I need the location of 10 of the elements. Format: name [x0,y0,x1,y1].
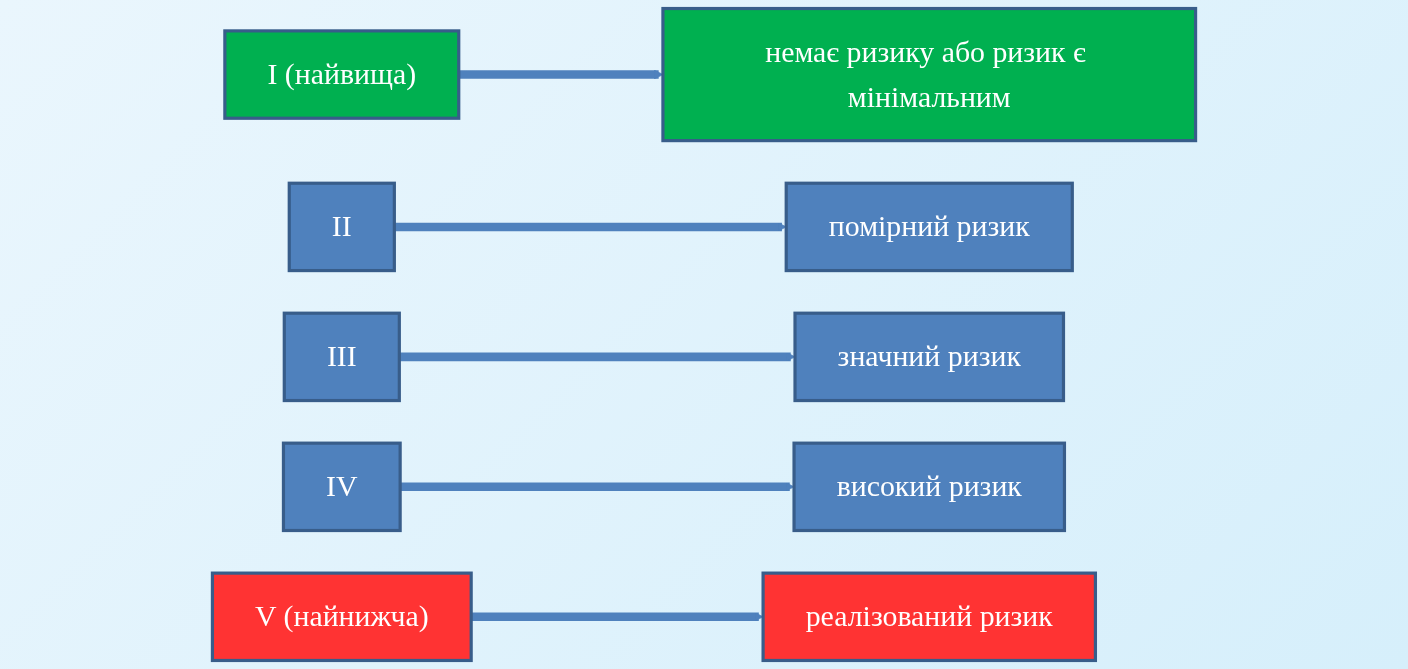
node-box: IV [281,441,402,533]
node-box: значний ризик [793,311,1066,403]
node-box: III [282,311,401,403]
node-box: V (найнижча) [210,571,473,663]
node-box: помірний ризик [784,181,1074,273]
node-box: високий ризик [792,441,1067,533]
node-box: I (найвища) [223,29,461,120]
node-box: реалізований ризик [761,571,1097,663]
node-box: немає ризику або ризик є мінімальним [661,6,1198,143]
node-box: II [287,181,396,273]
